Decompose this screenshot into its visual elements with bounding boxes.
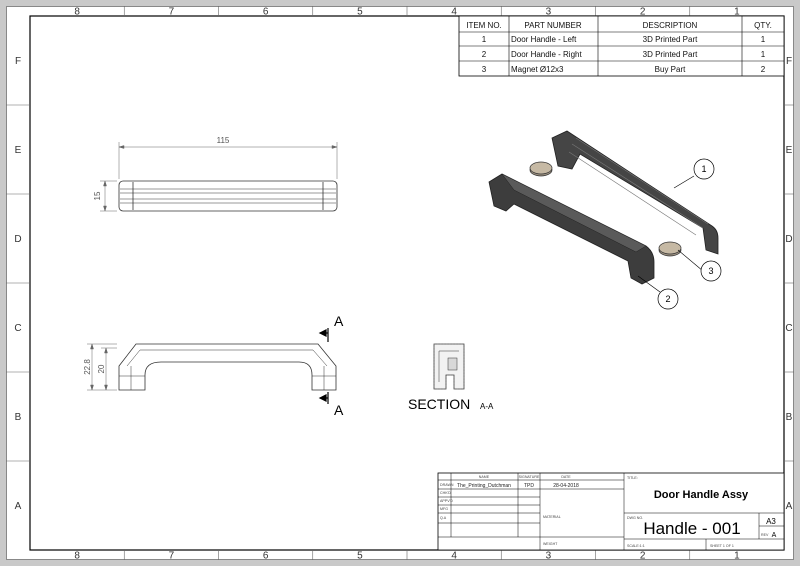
zone-label: C bbox=[785, 323, 792, 334]
drawing-title: Door Handle Assy bbox=[654, 489, 749, 501]
section-view-suffix: A-A bbox=[480, 402, 494, 411]
balloon-leaders bbox=[637, 175, 704, 293]
zone-label: F bbox=[786, 56, 792, 67]
dimension-length bbox=[118, 142, 338, 179]
dimension-height bbox=[87, 343, 117, 391]
drawing-number: Handle - 001 bbox=[643, 519, 740, 538]
zone-label: 1 bbox=[734, 551, 740, 561]
bom-cell-description: 3D Printed Part bbox=[643, 50, 698, 59]
zone-label: 4 bbox=[451, 7, 457, 18]
bom-cell-qty: 1 bbox=[761, 35, 766, 44]
balloon-label: 1 bbox=[701, 164, 706, 174]
zone-label: B bbox=[15, 412, 22, 423]
zone-label: 3 bbox=[546, 551, 552, 561]
material-label: MATERIAL bbox=[543, 515, 561, 519]
zone-label: 8 bbox=[74, 7, 80, 18]
isometric-view bbox=[488, 130, 719, 285]
section-cut-line bbox=[318, 328, 329, 404]
zone-label: D bbox=[785, 234, 792, 245]
bom-cell-item: 2 bbox=[482, 50, 487, 59]
zone-label: 8 bbox=[74, 551, 80, 561]
bill-of-materials: ITEM NO. PART NUMBER DESCRIPTION QTY. 1 … bbox=[458, 15, 785, 77]
bom-cell-part: Magnet Ø12x3 bbox=[511, 65, 564, 74]
zone-label: 2 bbox=[640, 7, 646, 18]
zone-label: 5 bbox=[357, 551, 363, 561]
bom-cell-part: Door Handle - Right bbox=[511, 50, 582, 59]
bom-cell-description: Buy Part bbox=[655, 65, 686, 74]
zone-label: B bbox=[786, 412, 793, 423]
section-view bbox=[433, 343, 465, 390]
title-block-row-checked: CHK'D bbox=[440, 491, 451, 495]
zone-label: 3 bbox=[546, 7, 552, 18]
title-block-col-signature: SIGNATURE bbox=[519, 475, 540, 479]
dimension-width-value: 15 bbox=[93, 191, 102, 200]
title-block-col-date: DATE bbox=[561, 475, 571, 479]
title-label: TITLE: bbox=[627, 476, 638, 480]
zone-grid bbox=[6, 6, 794, 560]
front-view bbox=[118, 343, 337, 391]
drawn-by-name: The_Printing_Dutchman bbox=[457, 483, 511, 489]
scale-label: SCALE:1:1 bbox=[627, 544, 645, 548]
dimension-height-inner-value: 20 bbox=[97, 364, 106, 373]
zone-label: 7 bbox=[169, 7, 175, 18]
title-block-row-drawn: DRAWN bbox=[440, 483, 454, 487]
title-block-row-qa: Q.A bbox=[440, 516, 447, 520]
drawing-number-label: DWG NO. bbox=[627, 516, 643, 520]
revision-label: REV bbox=[761, 533, 769, 537]
zone-label: D bbox=[14, 234, 21, 245]
title-block: NAME SIGNATURE DATE DRAWN CHK'D APPV'D M… bbox=[437, 472, 785, 551]
drawn-date: 28-04-2018 bbox=[553, 483, 579, 489]
balloon: 3 bbox=[700, 260, 722, 282]
bom-cell-qty: 1 bbox=[761, 50, 766, 59]
zone-label: A bbox=[15, 501, 22, 512]
dimension-length-value: 115 bbox=[217, 136, 230, 145]
zone-label: 1 bbox=[734, 7, 740, 18]
weight-label: WEIGHT bbox=[543, 542, 558, 546]
section-letter-top: A bbox=[334, 313, 344, 329]
balloon: 2 bbox=[657, 288, 679, 310]
bom-cell-description: 3D Printed Part bbox=[643, 35, 698, 44]
zone-label: E bbox=[786, 145, 793, 156]
bom-header-qty: QTY. bbox=[754, 21, 772, 30]
bom-cell-qty: 2 bbox=[761, 65, 766, 74]
inner-border bbox=[29, 15, 785, 551]
zone-label: 7 bbox=[169, 551, 175, 561]
title-block-row-approved: APPV'D bbox=[440, 499, 453, 503]
zone-label: E bbox=[15, 145, 22, 156]
drawn-by-signature: TPD bbox=[524, 483, 534, 489]
dimension-height-total-value: 22.8 bbox=[83, 359, 92, 375]
sheet-size: A3 bbox=[766, 517, 776, 526]
bom-header-item: ITEM NO. bbox=[466, 21, 502, 30]
zone-label: C bbox=[14, 323, 21, 334]
sheet-count-label: SHEET 1 OF 1 bbox=[710, 544, 734, 548]
balloon: 1 bbox=[693, 158, 715, 180]
balloon-label: 2 bbox=[665, 294, 670, 304]
title-block-row-mfg: MFG bbox=[440, 507, 448, 511]
section-letter-bottom: A bbox=[334, 402, 344, 418]
section-view-title: SECTION bbox=[408, 396, 470, 412]
zone-label: 6 bbox=[263, 551, 269, 561]
title-block-col-name: NAME bbox=[479, 475, 490, 479]
zone-label: 5 bbox=[357, 7, 363, 18]
revision-value: A bbox=[772, 532, 777, 539]
bom-header-part: PART NUMBER bbox=[524, 21, 582, 30]
bom-header-description: DESCRIPTION bbox=[643, 21, 698, 30]
zone-label: 4 bbox=[451, 551, 457, 561]
dimension-width bbox=[100, 180, 117, 212]
bom-cell-item: 3 bbox=[482, 65, 487, 74]
balloon-label: 3 bbox=[708, 266, 713, 276]
zone-label: 6 bbox=[263, 7, 269, 18]
zone-label: F bbox=[15, 56, 21, 67]
bom-cell-item: 1 bbox=[482, 35, 487, 44]
zone-label: 2 bbox=[640, 551, 646, 561]
top-view bbox=[118, 180, 338, 212]
zone-label: A bbox=[786, 501, 793, 512]
bom-cell-part: Door Handle - Left bbox=[511, 35, 577, 44]
